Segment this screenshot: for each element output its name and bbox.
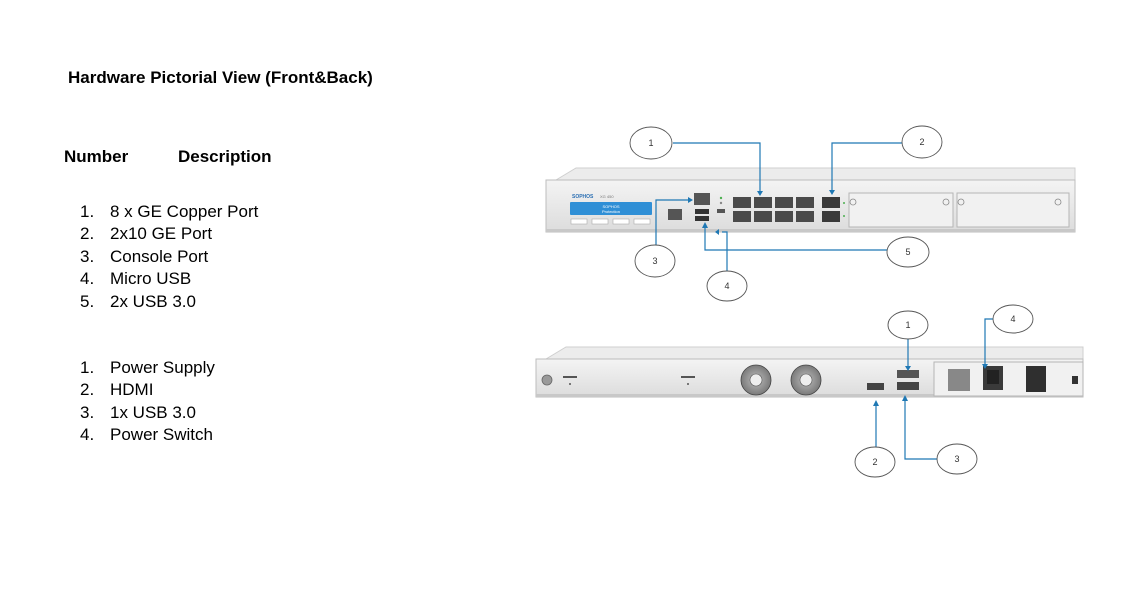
brand-label: SOPHOS [572,194,594,200]
back-callout-circle-1: 1 [887,310,929,340]
front-callouts [655,142,903,272]
list-item: 3.Console Port [80,246,209,266]
svg-text:3: 3 [652,256,657,266]
lcd-line-1: SOPHOS [602,204,619,209]
copper-ports [733,197,814,222]
back-panel [535,346,1084,398]
usb-port [695,209,709,214]
description-column-header: Description [178,147,272,166]
number-column-header: Number [64,147,129,166]
svg-text:4: 4 [1010,314,1015,324]
list-item: 5.2x USB 3.0 [80,291,196,311]
list-item: 3.1x USB 3.0 [80,402,196,422]
fan-right [790,364,822,396]
list-item: 1.Power Supply [80,358,215,377]
svg-text:5: 5 [905,247,910,257]
back-callouts [875,318,993,460]
power-switch [1026,366,1046,392]
front-component-list: 1.8 x GE Copper Port 2.2x10 GE Port 3.Co… [80,201,258,313]
back-callout-circle-3: 3 [936,443,978,475]
usb-port [695,216,709,221]
lcd-line-2: Protection [602,209,620,214]
back-callout-circle-2: 2 [854,446,896,478]
usb-port [897,382,919,390]
back-component-list: 1.Power Supply 2.HDMI 3.1x USB 3.0 4.Pow… [80,357,215,447]
list-item: 4.Power Switch [80,425,213,445]
svg-text:4: 4 [724,281,729,291]
back-callout-markers [873,364,988,406]
ground-screw [541,374,553,386]
back-callout-circle-4: 4 [992,304,1034,334]
front-callout-markers [688,190,835,235]
svg-text:3: 3 [954,454,959,464]
model-label: XG 450 [600,194,614,199]
list-item: 2.HDMI [80,380,154,400]
list-item: 4.Micro USB [80,269,192,289]
list-item: 1.8 x GE Copper Port [80,202,259,221]
front-callout-circle-3: 3 [634,244,676,278]
front-panel: SOPHOS XG 450 SOPHOS Protection [545,167,1076,233]
sfp-ports [822,197,845,222]
page-title: Hardware Pictorial View (Front&Back) [68,68,373,87]
front-callout-circle-1: 1 [629,126,673,160]
psu-fan-grille [948,369,970,391]
front-callout-circle-2: 2 [901,125,943,159]
svg-text:1: 1 [905,320,910,330]
lcd-display [570,202,652,215]
svg-text:1: 1 [648,138,653,148]
svg-text:2: 2 [872,457,877,467]
expansion-bay [848,192,954,228]
rj45-port [694,193,710,205]
usb-port [897,370,919,378]
front-callout-circle-4: 4 [706,270,748,302]
micro-usb-port [717,209,725,213]
fan-left [740,364,772,396]
svg-text:2: 2 [919,137,924,147]
list-item: 2.2x10 GE Port [80,224,213,244]
hdmi-port [867,383,884,390]
lcd-buttons [570,218,651,225]
console-port [668,209,682,220]
expansion-bay [956,192,1070,228]
front-callout-circle-5: 5 [886,236,930,268]
